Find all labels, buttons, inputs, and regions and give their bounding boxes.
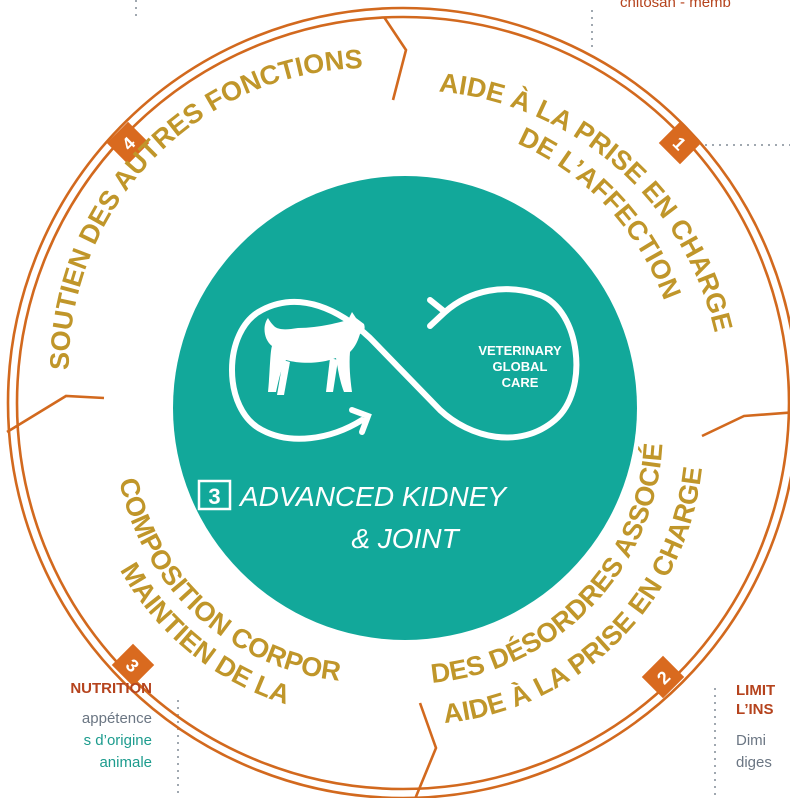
svg-text:3: 3 bbox=[208, 484, 220, 509]
product-number-box: 3 bbox=[197, 479, 232, 511]
svg-text:VETERINARY: VETERINARY bbox=[478, 343, 562, 358]
svg-text:& JOINT: & JOINT bbox=[351, 523, 460, 554]
left-note-line3: animale bbox=[99, 754, 152, 771]
veterinary-global-care-label: VETERINARY GLOBAL CARE bbox=[478, 343, 562, 390]
infinity-icon bbox=[229, 286, 580, 442]
svg-text:ADVANCED KIDNEY: ADVANCED KIDNEY bbox=[238, 481, 508, 512]
right-note-line1: Dimi bbox=[736, 732, 766, 749]
left-note-line1: appétence bbox=[81, 710, 152, 727]
right-note-heading2: L’INS bbox=[736, 701, 774, 718]
cat-icon bbox=[264, 312, 365, 395]
dotted-leaders bbox=[135, 0, 790, 798]
svg-text:GLOBAL: GLOBAL bbox=[493, 359, 548, 374]
product-name: ADVANCED KIDNEY & JOINT bbox=[238, 481, 508, 554]
top-right-note: chitosan - memb bbox=[620, 0, 731, 11]
outer-ring bbox=[6, 6, 790, 798]
left-note-heading: NUTRITION bbox=[70, 680, 152, 697]
svg-text:CARE: CARE bbox=[502, 375, 539, 390]
left-note-line2: s d’origine bbox=[83, 732, 152, 749]
right-note-heading1: LIMIT bbox=[736, 682, 776, 699]
right-note-line2: diges bbox=[736, 754, 772, 771]
